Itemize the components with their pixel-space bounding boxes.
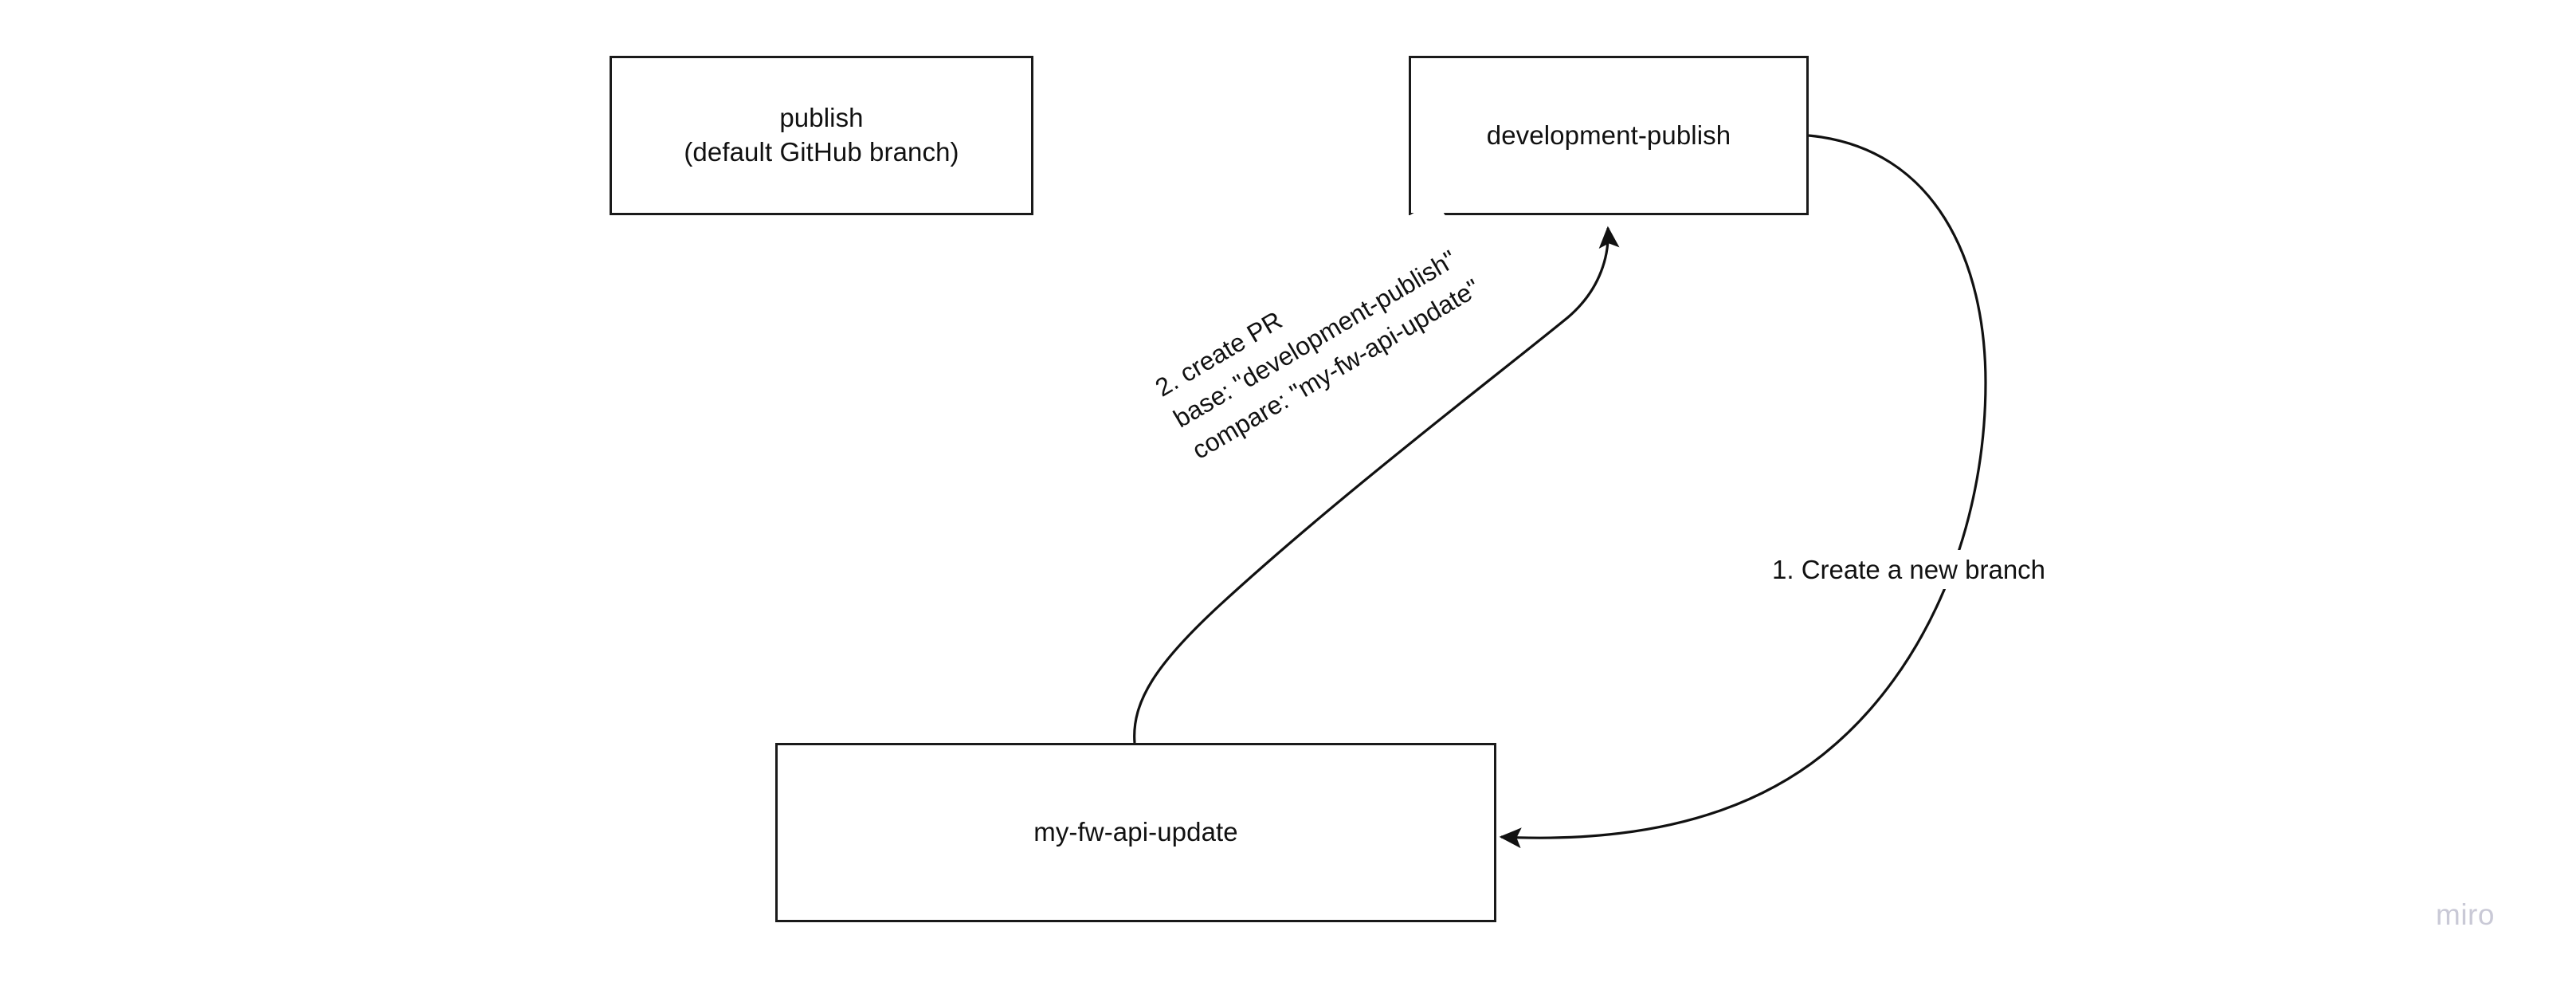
edge-path-create-pr [1133,226,1620,744]
node-development-publish[interactable]: development-publish [1409,56,1809,215]
node-publish-label: publish (default GitHub branch) [684,103,959,167]
node-publish[interactable]: publish (default GitHub branch) [610,56,1033,215]
node-my-fw-api-update-label: my-fw-api-update [1033,817,1238,847]
node-my-fw-api-update[interactable]: my-fw-api-update [775,743,1496,922]
node-development-publish-label: development-publish [1486,120,1731,150]
edge-path-create-branch [1499,134,1987,849]
miro-watermark: miro [2436,898,2495,931]
edge-label-create-branch[interactable]: 1. Create a new branch [1767,550,2051,590]
